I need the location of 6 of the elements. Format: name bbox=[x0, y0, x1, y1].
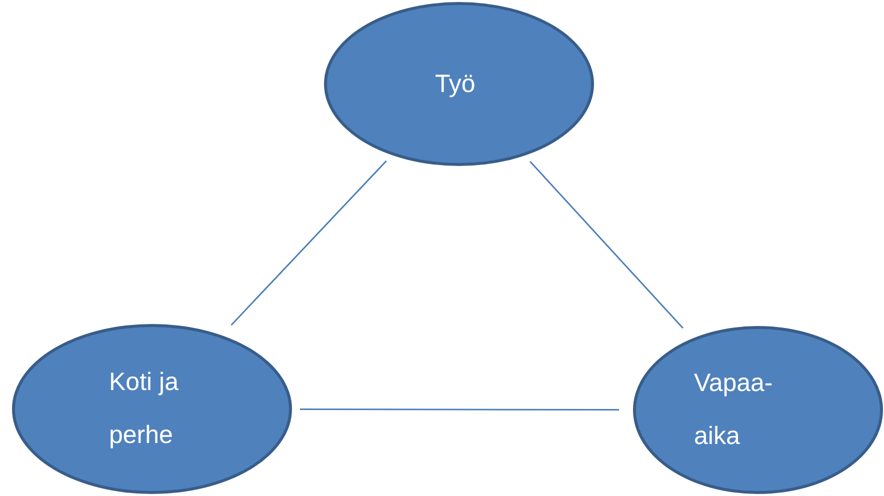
connector-line bbox=[530, 161, 684, 329]
node-label: Työ bbox=[435, 68, 476, 100]
node-label: Vapaa- aika bbox=[694, 368, 774, 452]
connector-line bbox=[230, 160, 387, 326]
node-label: Koti ja perhe bbox=[109, 367, 180, 451]
connector-line bbox=[300, 408, 619, 411]
